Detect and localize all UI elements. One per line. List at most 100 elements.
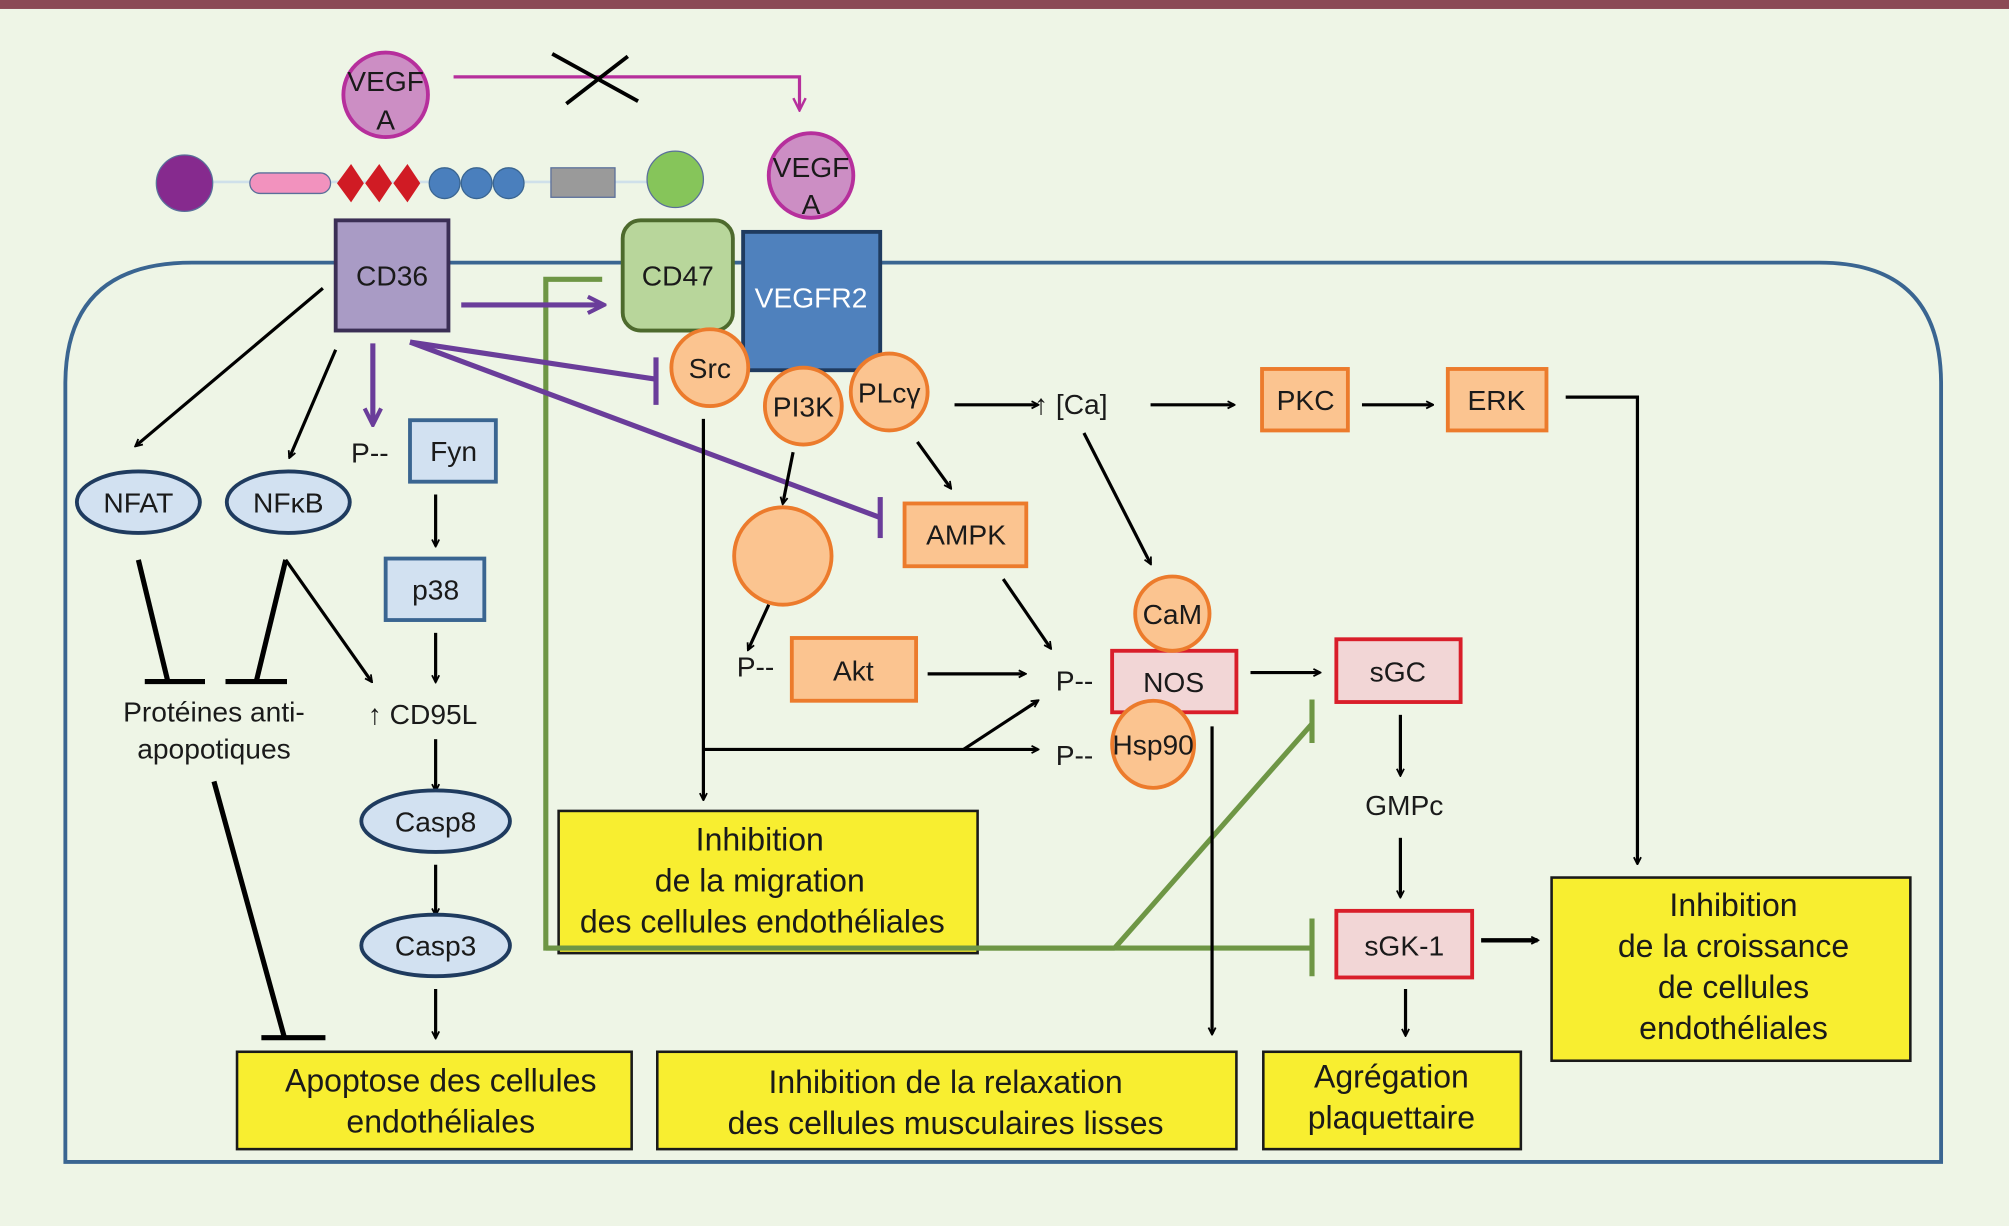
cd36-receptor[interactable]: CD36	[333, 218, 451, 333]
plcg-to-ampk-arrow	[916, 441, 950, 488]
outcome-apoptosis[interactable]: Apoptose des cellules endothéliales	[235, 1050, 633, 1151]
red-type1-repeat	[365, 163, 393, 203]
ampk-label: AMPK	[926, 518, 1006, 550]
erk-node[interactable]: ERK	[1445, 367, 1549, 433]
casp3-label: Casp3	[395, 930, 476, 962]
casp3-node[interactable]: Casp3	[359, 912, 512, 979]
ampk-node[interactable]: AMPK	[902, 501, 1029, 569]
red-type1-repeat	[393, 163, 421, 203]
aggregation-line-2: plaquettaire	[1308, 1100, 1475, 1136]
akt-label: Akt	[833, 654, 874, 686]
hsp90-phospho-label: P--	[1056, 739, 1094, 771]
nfkb-to-cd95l-arrow	[284, 558, 372, 682]
pi3k-to-pip3-arrow	[783, 451, 795, 503]
casp8-label: Casp8	[395, 805, 476, 837]
erk-label: ERK	[1468, 384, 1526, 416]
akt-phospho-label: P--	[737, 650, 775, 682]
vegf-bound-label-1: VEGF	[773, 151, 850, 183]
fyn-node[interactable]: Fyn	[408, 418, 498, 484]
pip3-node[interactable]	[732, 505, 834, 607]
grey-type3-domain	[550, 167, 616, 198]
cd47-label: CD47	[642, 260, 714, 292]
hsp90-node[interactable]: Hsp90	[1110, 698, 1197, 790]
vegf-a-free[interactable]: VEGF A	[341, 50, 430, 139]
pink-procollagen-domain	[249, 172, 332, 195]
blue-type2-repeat	[428, 167, 461, 200]
migration-line-1: Inhibition	[696, 822, 824, 858]
nos-phospho-label: P--	[1056, 665, 1094, 697]
hsp90-label: Hsp90	[1112, 729, 1193, 761]
vegfr2-receptor[interactable]: VEGFR2	[741, 229, 883, 373]
plcg-label: PLcγ	[858, 376, 921, 408]
vegfr2-label: VEGFR2	[755, 281, 868, 313]
erk-to-growth-arrow	[1565, 395, 1638, 863]
apoptosis-line-1: Apoptose des cellules	[285, 1062, 596, 1098]
pip3-to-akt-arrow	[748, 604, 771, 650]
tsp1-molecule	[155, 150, 705, 213]
pkc-label: PKC	[1277, 384, 1335, 416]
aggregation-line-1: Agrégation	[1314, 1059, 1469, 1095]
fyn-label: Fyn	[430, 435, 477, 467]
cam-node[interactable]: CaM	[1133, 574, 1212, 653]
green-cterminal-domain	[646, 150, 705, 209]
sgc-node[interactable]: sGC	[1334, 637, 1463, 704]
ampk-to-nos-arrow	[1001, 578, 1050, 648]
src-to-nos-arrow	[962, 701, 1038, 751]
blocked-vegf-arrow	[453, 75, 800, 109]
p38-label: p38	[412, 574, 459, 606]
fyn-phospho-label: P--	[351, 436, 389, 468]
pkc-node[interactable]: PKC	[1260, 367, 1350, 433]
relaxation-line-2: des cellules musculaires lisses	[728, 1105, 1164, 1141]
src-label: Src	[689, 352, 731, 384]
outcome-relaxation[interactable]: Inhibition de la relaxation des cellules…	[656, 1050, 1238, 1151]
growth-line-2: de la croissance	[1618, 928, 1849, 964]
nfkb-node[interactable]: NFκB	[224, 469, 352, 535]
cam-label: CaM	[1143, 598, 1202, 630]
blue-type2-repeat	[460, 167, 493, 200]
top-bar	[0, 0, 2009, 9]
apoptosis-line-2: endothéliales	[346, 1103, 535, 1139]
gmpc-label: GMPc	[1365, 789, 1443, 821]
outcome-migration[interactable]: Inhibition de la migration des cellules …	[557, 809, 979, 955]
growth-line-1: Inhibition	[1669, 887, 1797, 923]
src-node[interactable]: Src	[669, 327, 751, 409]
cd36-to-nfkb-arrow	[290, 349, 338, 458]
akt-node[interactable]: Akt	[789, 636, 919, 703]
nfat-inhibits-antiapoptotic	[135, 559, 171, 683]
sgc-label: sGC	[1370, 656, 1426, 688]
casp8-node[interactable]: Casp8	[359, 788, 512, 854]
p38-node[interactable]: p38	[383, 556, 487, 622]
antiapoptotic-inhibits-apoptosis	[211, 780, 287, 1039]
cd36-inhibits-ampk	[409, 339, 882, 520]
nfkb-inhibits-antiapoptotic	[253, 559, 289, 683]
vegf-bound-label-2: A	[802, 188, 821, 220]
outcome-aggregation[interactable]: Agrégation plaquettaire	[1262, 1050, 1523, 1151]
pi3k-label: PI3K	[773, 390, 834, 422]
pi3k-node[interactable]: PI3K	[762, 365, 844, 447]
cell-membrane	[63, 260, 1944, 1164]
anti-apoptotic-label-1: Protéines anti-	[123, 695, 305, 727]
purple-globular-domain	[155, 154, 214, 213]
nfat-node[interactable]: NFAT	[74, 469, 202, 535]
migration-line-2: de la migration	[655, 863, 865, 899]
vegf-label-1: VEGF	[347, 65, 424, 97]
anti-apoptotic-label-2: apopotiques	[137, 732, 291, 764]
cd47-receptor[interactable]: CD47	[620, 218, 735, 333]
plcg-node[interactable]: PLcγ	[848, 351, 930, 433]
sgk1-node[interactable]: sGK-1	[1334, 908, 1475, 980]
vegf-label-2: A	[376, 103, 395, 135]
nos-label: NOS	[1143, 666, 1204, 698]
migration-line-3: des cellules endothéliales	[580, 904, 945, 940]
growth-line-3: de cellules	[1658, 969, 1809, 1005]
growth-line-4: endothéliales	[1639, 1010, 1828, 1046]
nos-node[interactable]: NOS	[1110, 648, 1239, 715]
cd36-inhibits-src	[409, 339, 657, 382]
sgk1-label: sGK-1	[1364, 930, 1444, 962]
relaxation-line-1: Inhibition de la relaxation	[768, 1064, 1122, 1100]
blue-type2-repeat	[492, 167, 525, 200]
block-x-icon	[551, 52, 639, 106]
cd36-label: CD36	[356, 260, 428, 292]
outcome-growth[interactable]: Inhibition de la croissance de cellules …	[1550, 876, 1912, 1063]
vegf-a-bound[interactable]: VEGF A	[766, 131, 856, 220]
